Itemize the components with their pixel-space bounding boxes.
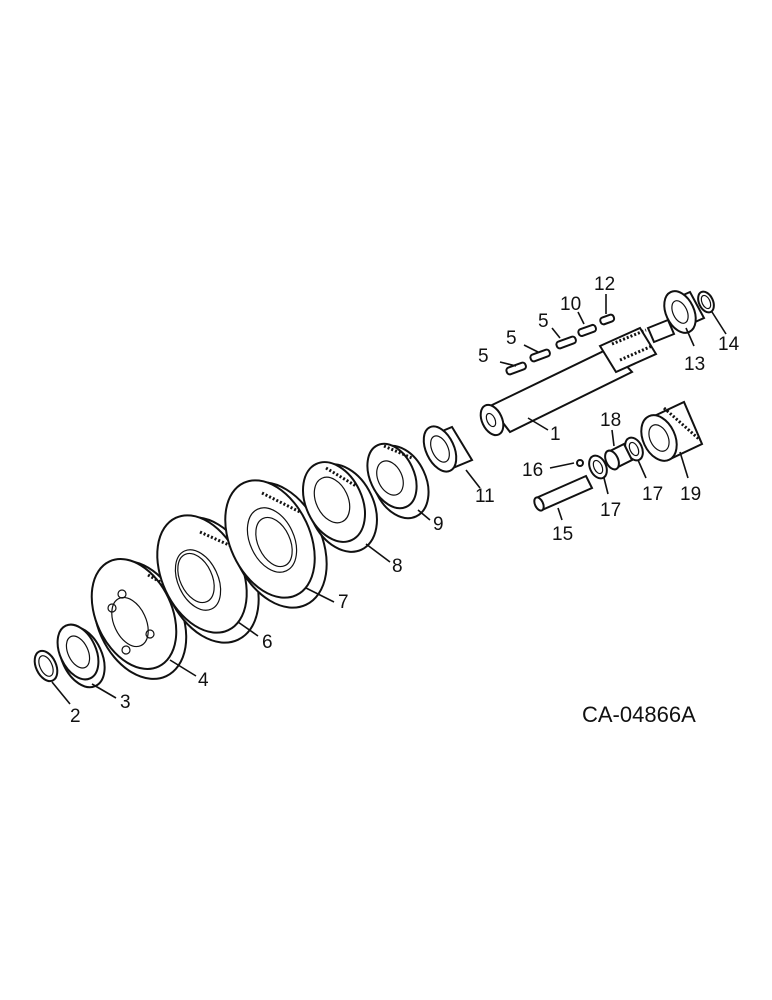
callout-16: 16: [522, 460, 543, 481]
callout-9: 9: [433, 514, 444, 535]
callout-4: 4: [198, 670, 209, 691]
callout-17-a: 17: [600, 500, 621, 521]
callout-12: 12: [594, 274, 615, 295]
part-2-snap-ring: [33, 649, 59, 683]
callout-15: 15: [552, 524, 573, 545]
callout-14: 14: [718, 334, 740, 355]
part-16-ball: [576, 459, 584, 467]
callout-6: 6: [262, 632, 273, 653]
drawing-id: CA-04866A: [582, 702, 696, 727]
part-9-gear: [366, 442, 430, 520]
callout-13: 13: [684, 354, 705, 375]
callout-5-c: 5: [538, 311, 549, 332]
part-19-gear: [640, 400, 704, 462]
part-17-spacer-a: [588, 454, 608, 480]
part-1-shaft: [479, 318, 676, 437]
callout-8: 8: [392, 556, 403, 577]
callout-1: 1: [550, 424, 561, 445]
callout-3: 3: [120, 692, 131, 713]
callout-5-b: 5: [506, 328, 517, 349]
callout-7: 7: [338, 592, 349, 613]
callout-18: 18: [600, 410, 621, 431]
part-7-gear: [224, 479, 328, 609]
callout-2: 2: [70, 706, 81, 727]
callout-5-a: 5: [478, 346, 489, 367]
callout-11: 11: [475, 486, 495, 507]
part-12-key: [599, 313, 616, 326]
part-3-bearing: [56, 623, 106, 689]
part-8-gear: [302, 461, 378, 553]
callout-labels: 2 3 4 6 7 8 9 11 1 5 5 5 10 12 13 14 15 …: [70, 274, 740, 727]
part-14-snap-ring: [697, 290, 715, 314]
part-11-bearing: [422, 425, 474, 473]
callout-19: 19: [680, 484, 701, 505]
callout-10: 10: [560, 294, 581, 315]
part-15-pin: [533, 474, 594, 512]
part-10-key: [577, 323, 597, 337]
part-13-bearing: [663, 290, 706, 334]
callout-17-b: 17: [642, 484, 663, 505]
part-18-bushing: [604, 442, 634, 471]
leader-lines: [51, 294, 727, 705]
